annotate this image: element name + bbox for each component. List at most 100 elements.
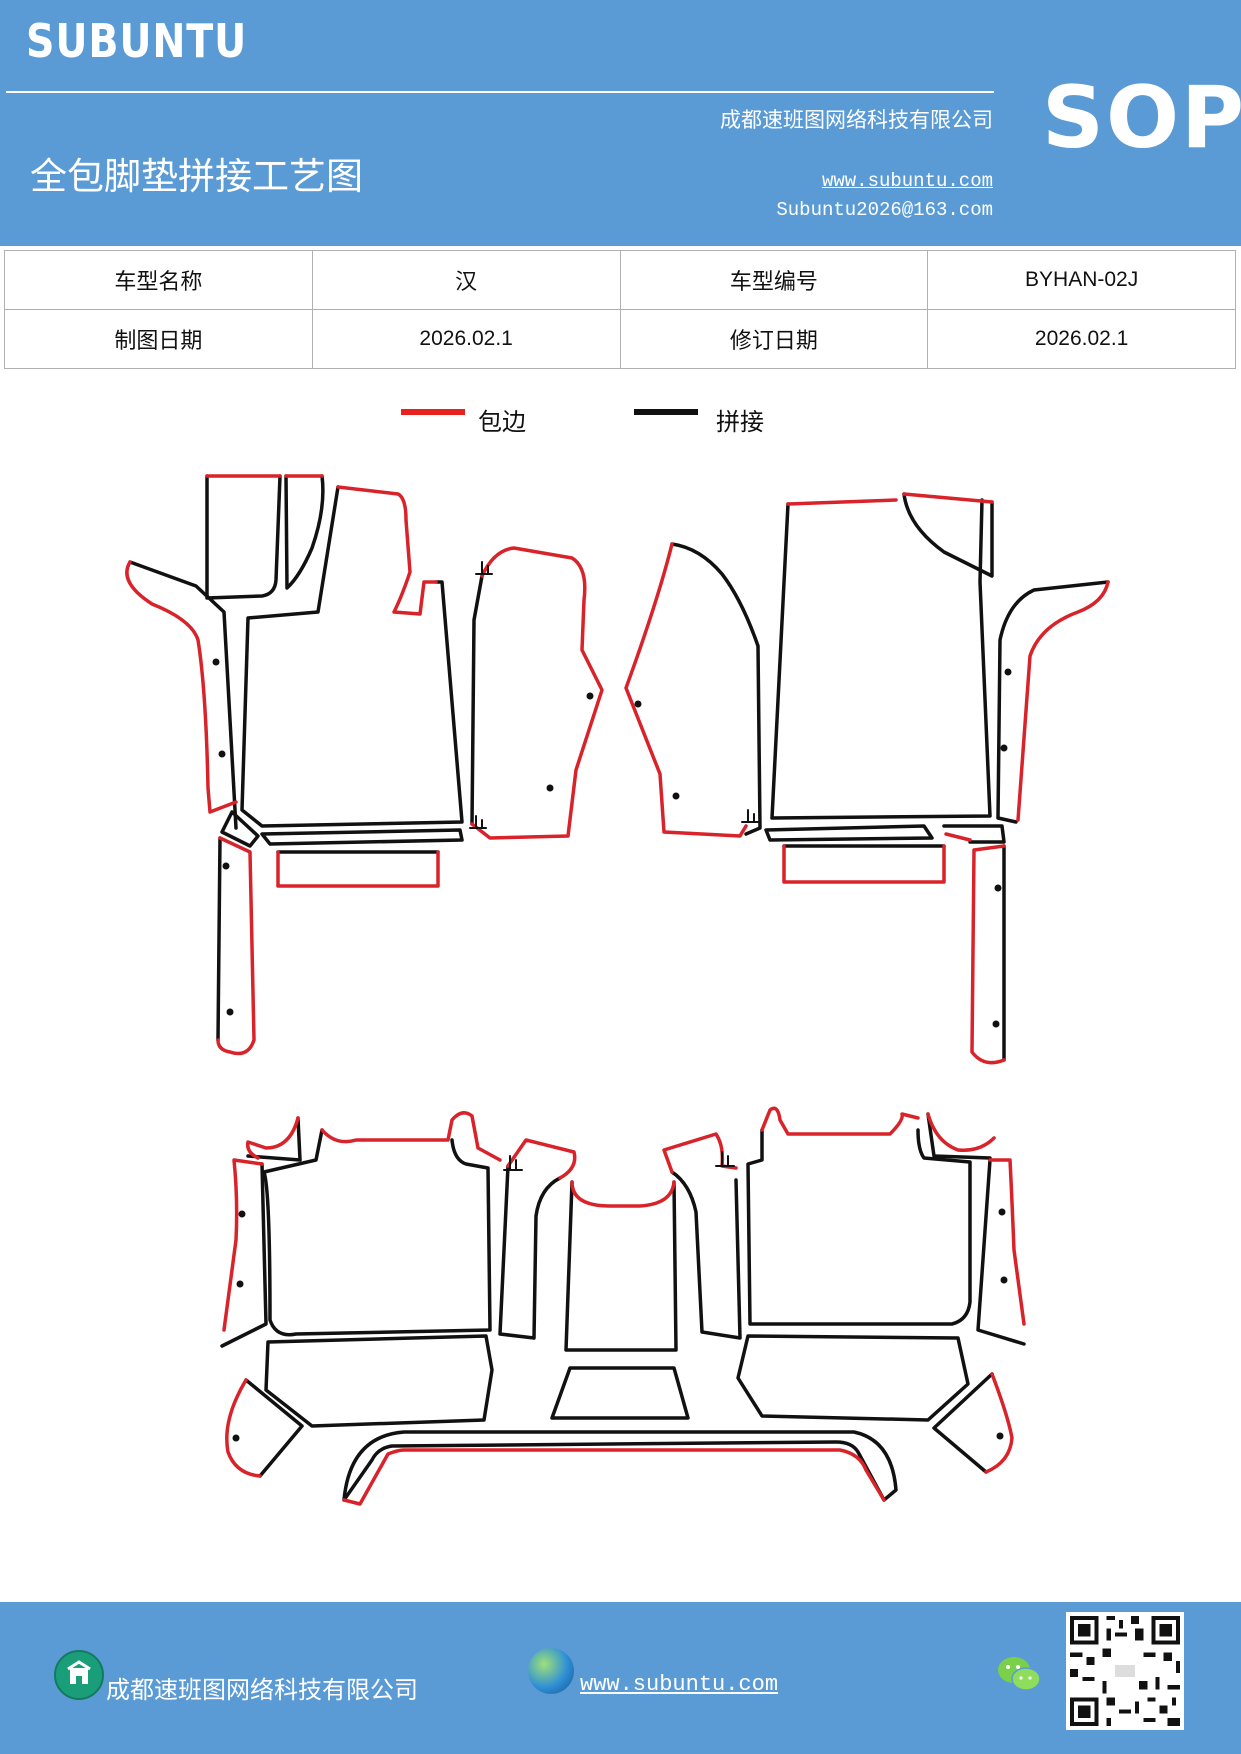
mat-piece [220, 1162, 268, 1348]
rear-mat-group [220, 1106, 1026, 1506]
mat-diagram [125, 474, 1110, 1506]
mat-edge [245, 1116, 300, 1160]
globe-icon [528, 1648, 574, 1694]
table-row: 制图日期 2026.02.1 修订日期 2026.02.1 [4, 309, 1236, 369]
mat-piece [498, 1164, 562, 1340]
splice-marks [469, 561, 759, 1171]
header-divider [6, 91, 994, 93]
mat-piece [746, 1128, 972, 1326]
revise-date-value: 2026.02.1 [927, 309, 1236, 369]
mat-edge [506, 1138, 577, 1180]
mat-edge [216, 836, 256, 1056]
legend-splice-swatch [634, 409, 698, 415]
mount-hole [996, 1432, 1004, 1440]
mount-hole [232, 1434, 240, 1442]
mat-edge [320, 1111, 502, 1162]
draw-date-value: 2026.02.1 [311, 309, 621, 369]
mat-piece [736, 1334, 970, 1422]
mat-piece [932, 1372, 994, 1474]
draw-date-label: 制图日期 [4, 309, 313, 369]
header-company: 成都速班图网络科技有限公司 [720, 108, 993, 132]
table-row: 车型名称 汉 车型编号 BYHAN-02J [4, 250, 1236, 310]
mat-piece [246, 1116, 302, 1162]
mounting-holes [212, 658, 1012, 1442]
header-email: Subuntu2026@163.com [776, 199, 993, 221]
front-left-mat-group [125, 474, 604, 1056]
page-title: 全包脚垫拼接工艺图 [30, 155, 363, 198]
brand-logo: SUBUNTU [26, 14, 248, 68]
mat-edge [902, 492, 994, 504]
model-code-label: 车型编号 [619, 250, 929, 310]
mat-piece [128, 560, 238, 830]
info-table: 车型名称 汉 车型编号 BYHAN-02J 制图日期 2026.02.1 修订日… [4, 250, 1236, 369]
mount-hole [546, 784, 554, 792]
mat-edge [276, 850, 440, 888]
header-url-link[interactable]: www.subuntu.com [821, 170, 993, 192]
mat-piece [770, 498, 992, 820]
mat-piece [264, 1334, 494, 1428]
mat-edge [570, 1180, 676, 1208]
mat-piece [942, 824, 1006, 844]
mount-hole [1004, 668, 1012, 676]
mat-edge [342, 1448, 886, 1506]
footer-company: 成都速班图网络科技有限公司 [106, 1676, 418, 1704]
mount-hole [212, 658, 220, 666]
splice-mark [469, 815, 487, 829]
mount-hole [634, 700, 642, 708]
mount-hole [1000, 744, 1008, 752]
splice-mark [715, 1151, 735, 1167]
mat-piece [976, 1158, 1026, 1346]
mat-edge [225, 1378, 262, 1478]
mat-piece [220, 810, 260, 848]
mat-edge [760, 1106, 920, 1136]
mat-edge [1016, 580, 1110, 822]
mount-hole [1000, 1276, 1008, 1284]
footer-url-link[interactable]: www.subuntu.com [580, 1672, 779, 1697]
mat-edge [984, 1372, 1014, 1474]
front-right-mat-group [624, 492, 1110, 1065]
mat-piece [260, 828, 464, 846]
mat-piece [996, 580, 1110, 824]
mat-piece [262, 1128, 492, 1337]
mat-edge [926, 1112, 996, 1152]
mat-piece [342, 1430, 898, 1502]
model-code-value: BYHAN-02J [927, 250, 1236, 310]
mat-edge [786, 498, 898, 506]
mat-edge [125, 560, 238, 814]
mount-hole [992, 1020, 1000, 1028]
mat-piece [764, 824, 934, 842]
wechat-icon[interactable] [996, 1654, 1042, 1694]
mat-edge [470, 546, 604, 840]
mat-piece [240, 485, 464, 828]
mount-hole [222, 862, 230, 870]
sop-badge: SOP [1042, 68, 1241, 168]
legend-splice-label: 拼接 [716, 408, 764, 436]
mat-piece [670, 1170, 742, 1340]
mat-edge [944, 832, 972, 842]
mat-edge [624, 542, 748, 838]
mount-hole [994, 884, 1002, 892]
mat-piece [216, 836, 222, 1042]
revise-date-label: 修订日期 [619, 309, 929, 369]
mat-piece [564, 1180, 678, 1352]
mount-hole [226, 1008, 234, 1016]
header-banner [0, 0, 1241, 246]
mat-edge [782, 844, 946, 884]
qr-code-icon [1066, 1612, 1184, 1730]
mat-piece [902, 492, 994, 578]
mat-edge [222, 1158, 264, 1332]
mat-piece [670, 542, 762, 836]
mount-hole [236, 1280, 244, 1288]
mat-piece [244, 1378, 304, 1478]
building-icon [54, 1650, 104, 1700]
legend-edge-swatch [401, 409, 465, 415]
mat-piece [205, 474, 282, 600]
mat-piece [470, 574, 484, 826]
splice-mark [741, 809, 759, 823]
model-name-value: 汉 [311, 250, 621, 310]
splice-mark [503, 1155, 523, 1171]
mount-hole [998, 1208, 1006, 1216]
mount-hole [218, 750, 226, 758]
mat-piece [550, 1366, 690, 1420]
splice-mark [475, 561, 493, 575]
